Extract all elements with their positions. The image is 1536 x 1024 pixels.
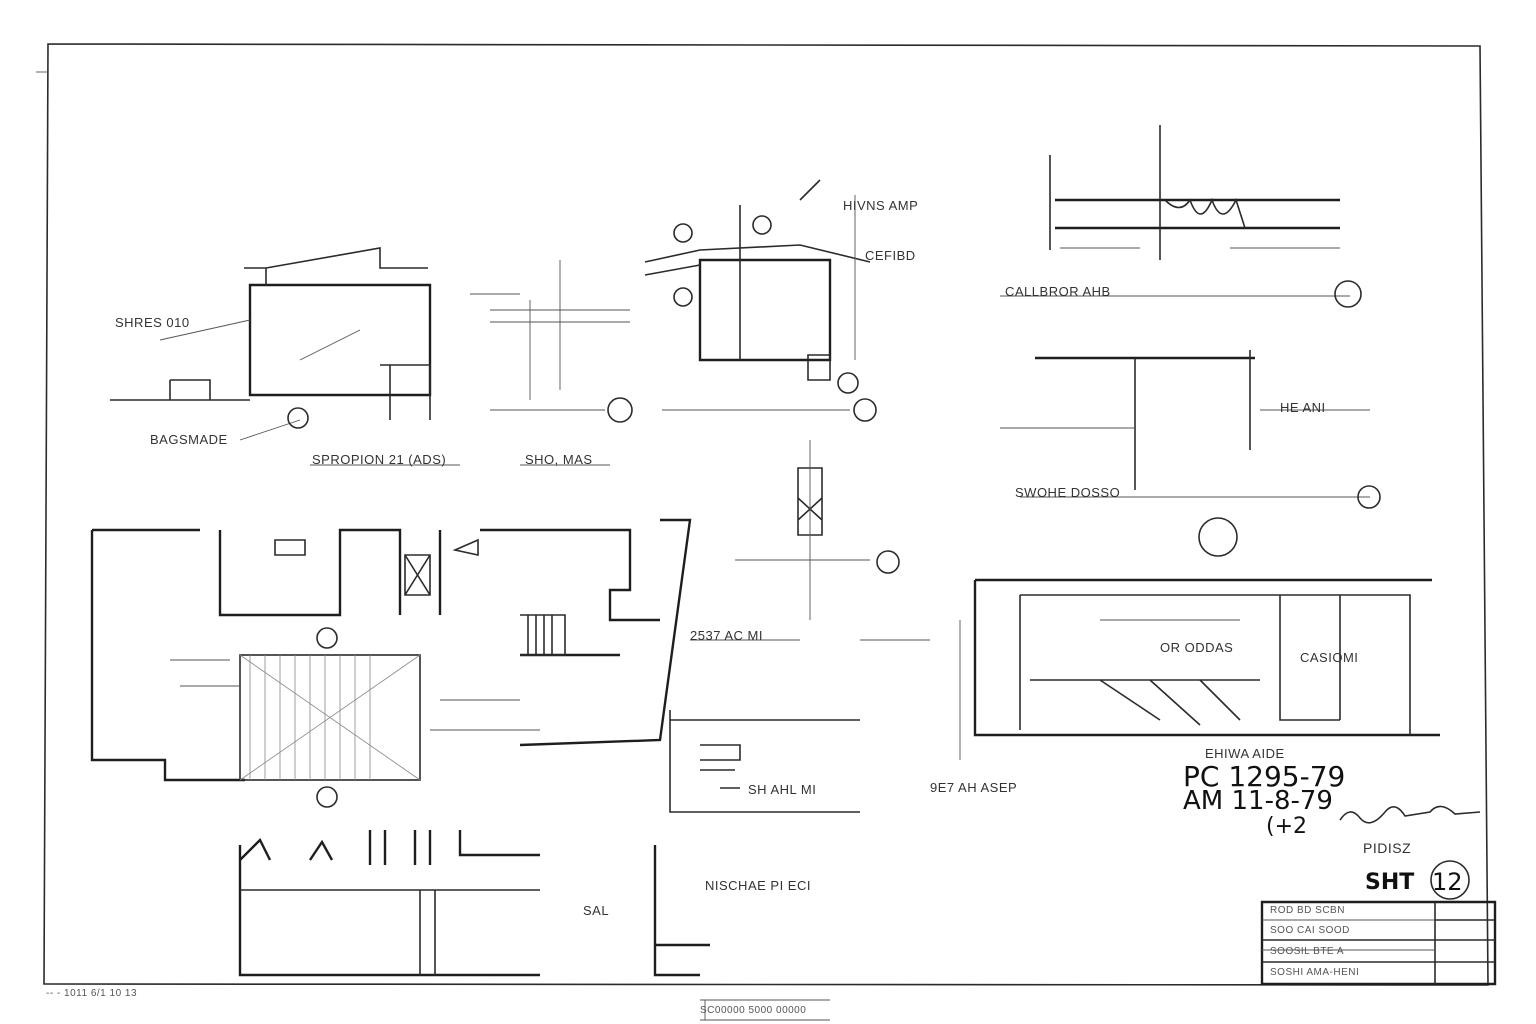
fold-marks — [700, 999, 830, 1021]
detail-beam-section — [644, 179, 877, 422]
sheet-number-label: SHT — [1365, 870, 1415, 895]
detail-label: CALLBROR AHB — [1005, 284, 1111, 299]
signature-stroke — [1339, 805, 1481, 824]
detail-right-middle-section — [1000, 350, 1381, 557]
detail-label: 2537 AC MI — [690, 628, 763, 643]
detail-label: SWOHE DOSSO — [1015, 485, 1121, 500]
detail-flashing-top-right — [1000, 125, 1362, 308]
detail-label: CASIOMI — [1300, 650, 1359, 665]
detail-label: SHRES 010 — [115, 315, 190, 330]
sheet-border — [36, 43, 1489, 986]
detail-label: HE ANI — [1280, 400, 1326, 415]
title-block-row: ROD BD SCBN — [1270, 905, 1345, 916]
approval-note-1: PC 1295-79 — [1183, 760, 1346, 793]
initials: PIDISZ — [1363, 840, 1412, 856]
detail-label: SPROPION 21 (ADS) — [312, 452, 447, 467]
footer-left-note: -- - 1011 6/1 10 13 — [46, 988, 138, 999]
approval-note-2: AM 11-8-79 — [1183, 786, 1333, 816]
detail-label: HIVNS AMP — [843, 198, 919, 213]
title-block — [1260, 860, 1497, 986]
detail-label: CEFIBD — [865, 248, 916, 263]
detail-label: OR ODDAS — [1160, 640, 1234, 655]
detail-wall-section-1 — [110, 247, 633, 466]
detail-section-bottom-right — [959, 578, 1440, 760]
detail-layer-box — [669, 639, 930, 813]
title-block-row: SOO CAI SOOD — [1270, 925, 1350, 936]
title-block-row: SOOSIL BTE A — [1270, 946, 1344, 957]
sheet-number-value: 12 — [1432, 868, 1463, 896]
detail-label: 9E7 AH ASEP — [930, 780, 1018, 795]
detail-small-center — [735, 440, 900, 620]
detail-label: SH AHL MI — [748, 782, 817, 797]
detail-label: SAL — [583, 903, 610, 918]
floor-plan — [90, 518, 710, 977]
footer-center-note: SC00000 5000 00000 — [700, 1005, 807, 1016]
detail-label: NISCHAE PI ECI — [705, 878, 811, 893]
detail-label: SHO, MAS — [525, 452, 593, 467]
detail-label: EHIWA AIDE — [1205, 746, 1285, 761]
detail-label: BAGSMADE — [150, 432, 228, 447]
title-block-row: SOSHI AMA-HENI — [1270, 967, 1360, 978]
approval-note-3: (+2 — [1266, 814, 1308, 839]
